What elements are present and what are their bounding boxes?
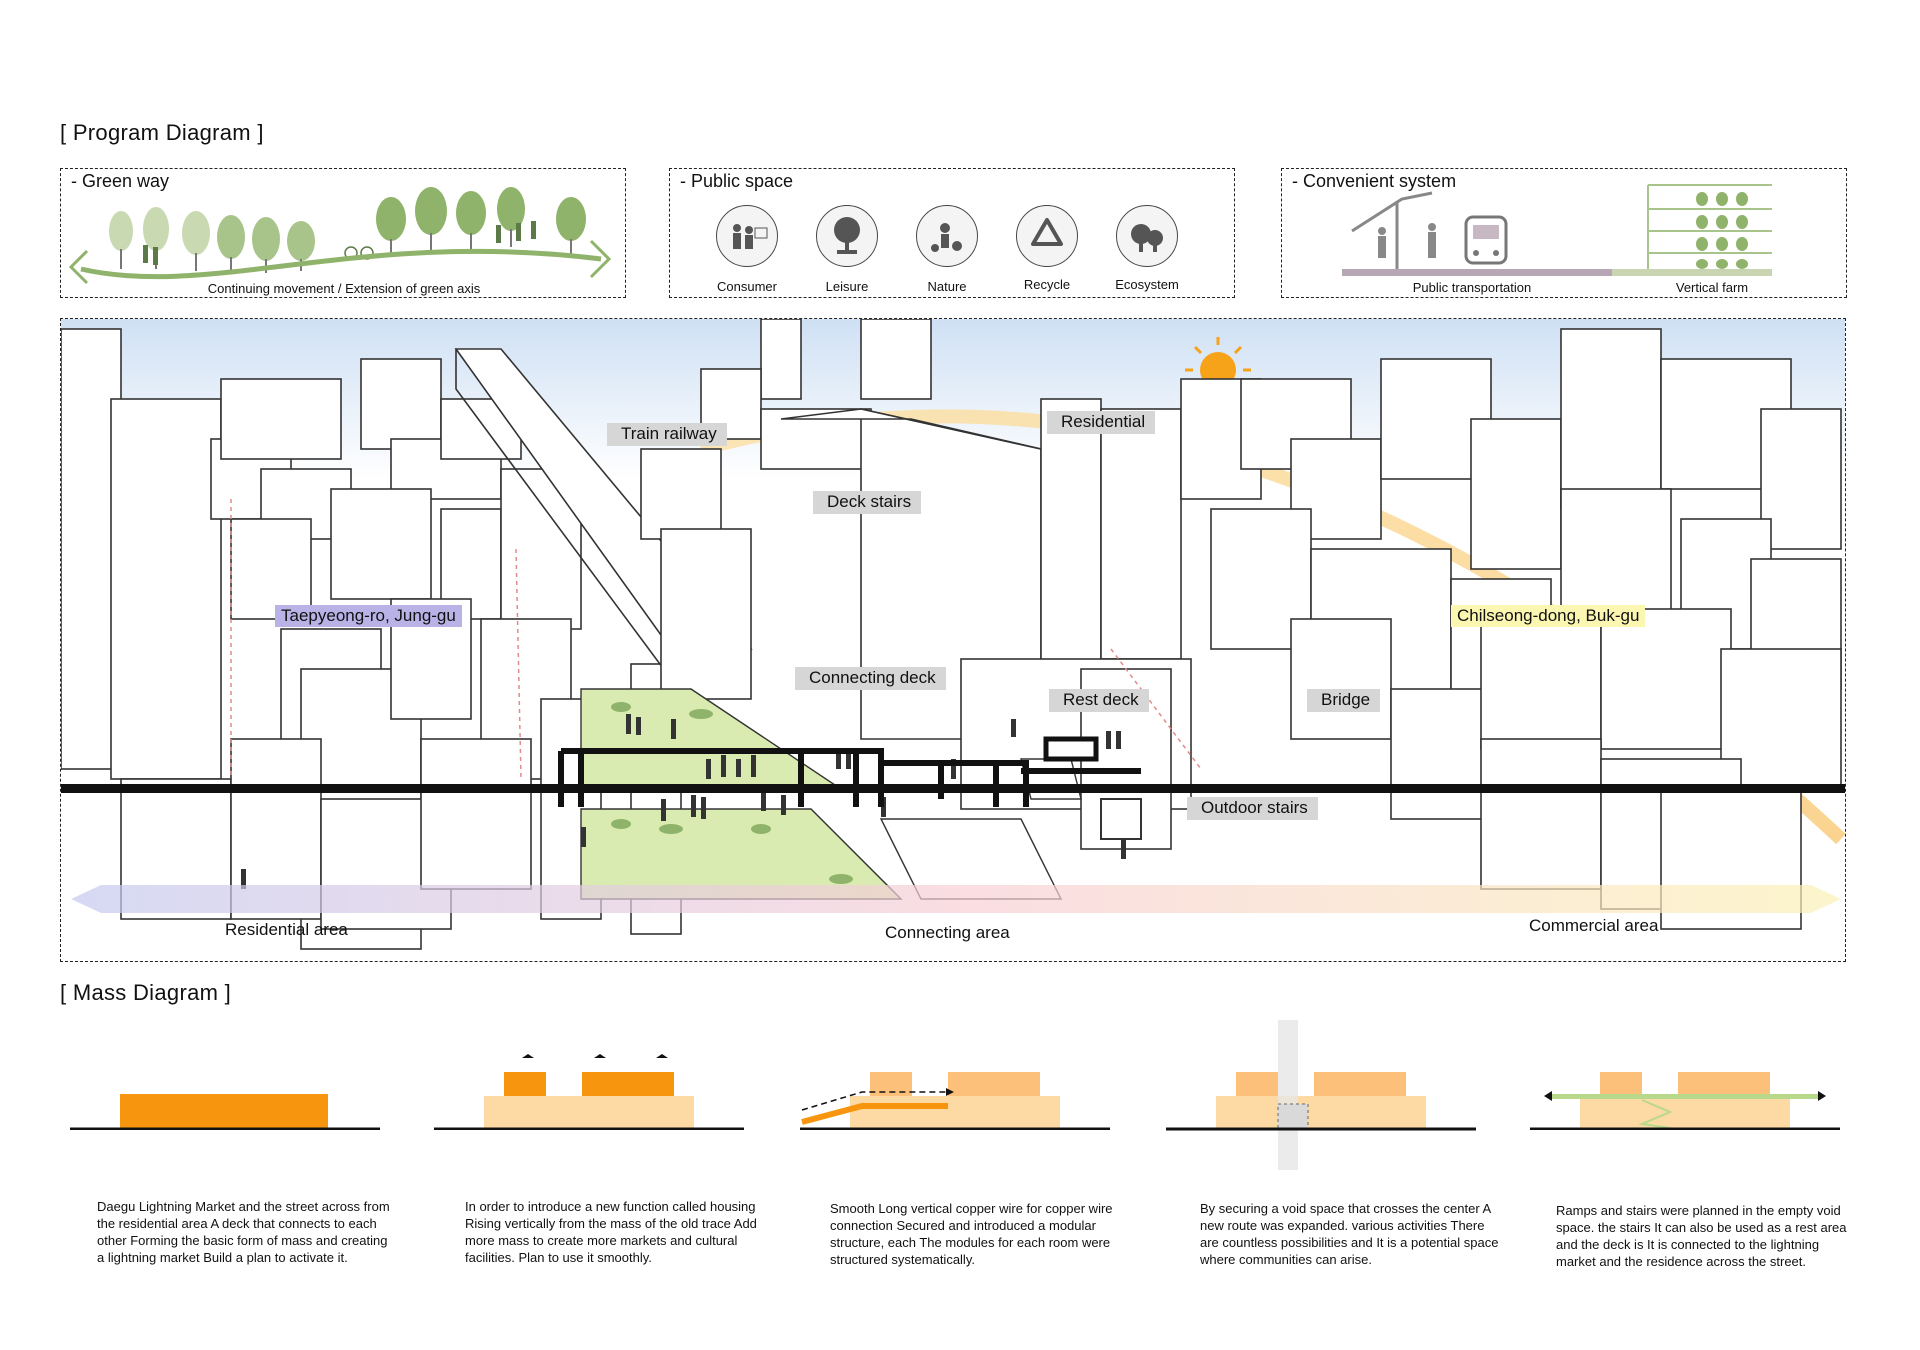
program-axonometric-box: Train railway Residential Deck stairs Ta…	[60, 318, 1846, 962]
taepyeong-ro-label: Taepyeong-ro, Jung-gu	[275, 605, 462, 627]
rest-deck-label: Rest deck	[1049, 689, 1149, 712]
public-space-title: - Public space	[680, 171, 794, 191]
recycle-label: Recycle	[1023, 277, 1071, 292]
mass-diagram-title: [ Mass Diagram ]	[60, 980, 232, 1005]
mass-step-1-diagram	[70, 1094, 380, 1130]
public-space-box: - Public space Consumer Leisure Nature R…	[669, 168, 1235, 298]
mass-step-2-diagram	[434, 1054, 744, 1130]
nature-label: Nature	[927, 279, 967, 294]
commercial-area-label: Commercial area	[1529, 916, 1659, 935]
consumer-icon	[716, 205, 778, 267]
leisure-label: Leisure	[825, 279, 869, 294]
ecosystem-icon	[1116, 205, 1178, 267]
train-railway-label: Train railway	[607, 423, 727, 446]
green-way-title: - Green way	[71, 171, 170, 191]
public-transportation-label: Public transportation	[1412, 280, 1532, 295]
connecting-area-label: Connecting area	[885, 923, 1010, 942]
green-way-caption: Continuing movement / Extension of green…	[207, 281, 481, 296]
deck-stairs-label: Deck stairs	[813, 491, 922, 514]
mass-step-4-text: By securing a void space that crosses th…	[1200, 1201, 1499, 1267]
consumer-label: Consumer	[717, 279, 777, 294]
convenient-system-box: - Convenient system Public transportatio…	[1281, 168, 1847, 298]
nature-icon	[916, 205, 978, 267]
mass-step-3-diagram	[800, 1072, 1110, 1130]
green-way-box: - Green way	[60, 168, 626, 298]
convenient-system-illustration	[1342, 184, 1772, 276]
axonometric-drawing	[61, 319, 1845, 950]
residential-area-label: Residential area	[225, 920, 348, 939]
ecosystem-label: Ecosystem	[1115, 277, 1179, 292]
program-diagram-title: [ Program Diagram ]	[60, 120, 264, 145]
recycle-icon	[1016, 205, 1078, 267]
leisure-icon	[816, 205, 878, 267]
mass-step-2-text: In order to introduce a new function cal…	[465, 1199, 757, 1265]
mass-step-5-diagram	[1530, 1072, 1840, 1130]
outdoor-stairs-label: Outdoor stairs	[1187, 797, 1318, 820]
mass-step-1-text: Daegu Lightning Market and the street ac…	[97, 1199, 390, 1265]
bridge-label: Bridge	[1307, 689, 1381, 712]
mass-step-4-diagram	[1166, 1020, 1476, 1170]
convenient-system-title: - Convenient system	[1292, 171, 1457, 191]
mass-step-5-text: Ramps and stairs were planned in the emp…	[1556, 1203, 1847, 1269]
green-way-illustration	[68, 187, 612, 285]
chilseong-dong-label: Chilseong-dong, Buk-gu	[1451, 605, 1646, 627]
residential-label: Residential	[1047, 411, 1156, 434]
connecting-deck-label: Connecting deck	[795, 667, 946, 690]
mass-step-3-text: Smooth Long vertical copper wire for cop…	[830, 1201, 1113, 1267]
vertical-farm-label: Vertical farm	[1675, 280, 1749, 295]
